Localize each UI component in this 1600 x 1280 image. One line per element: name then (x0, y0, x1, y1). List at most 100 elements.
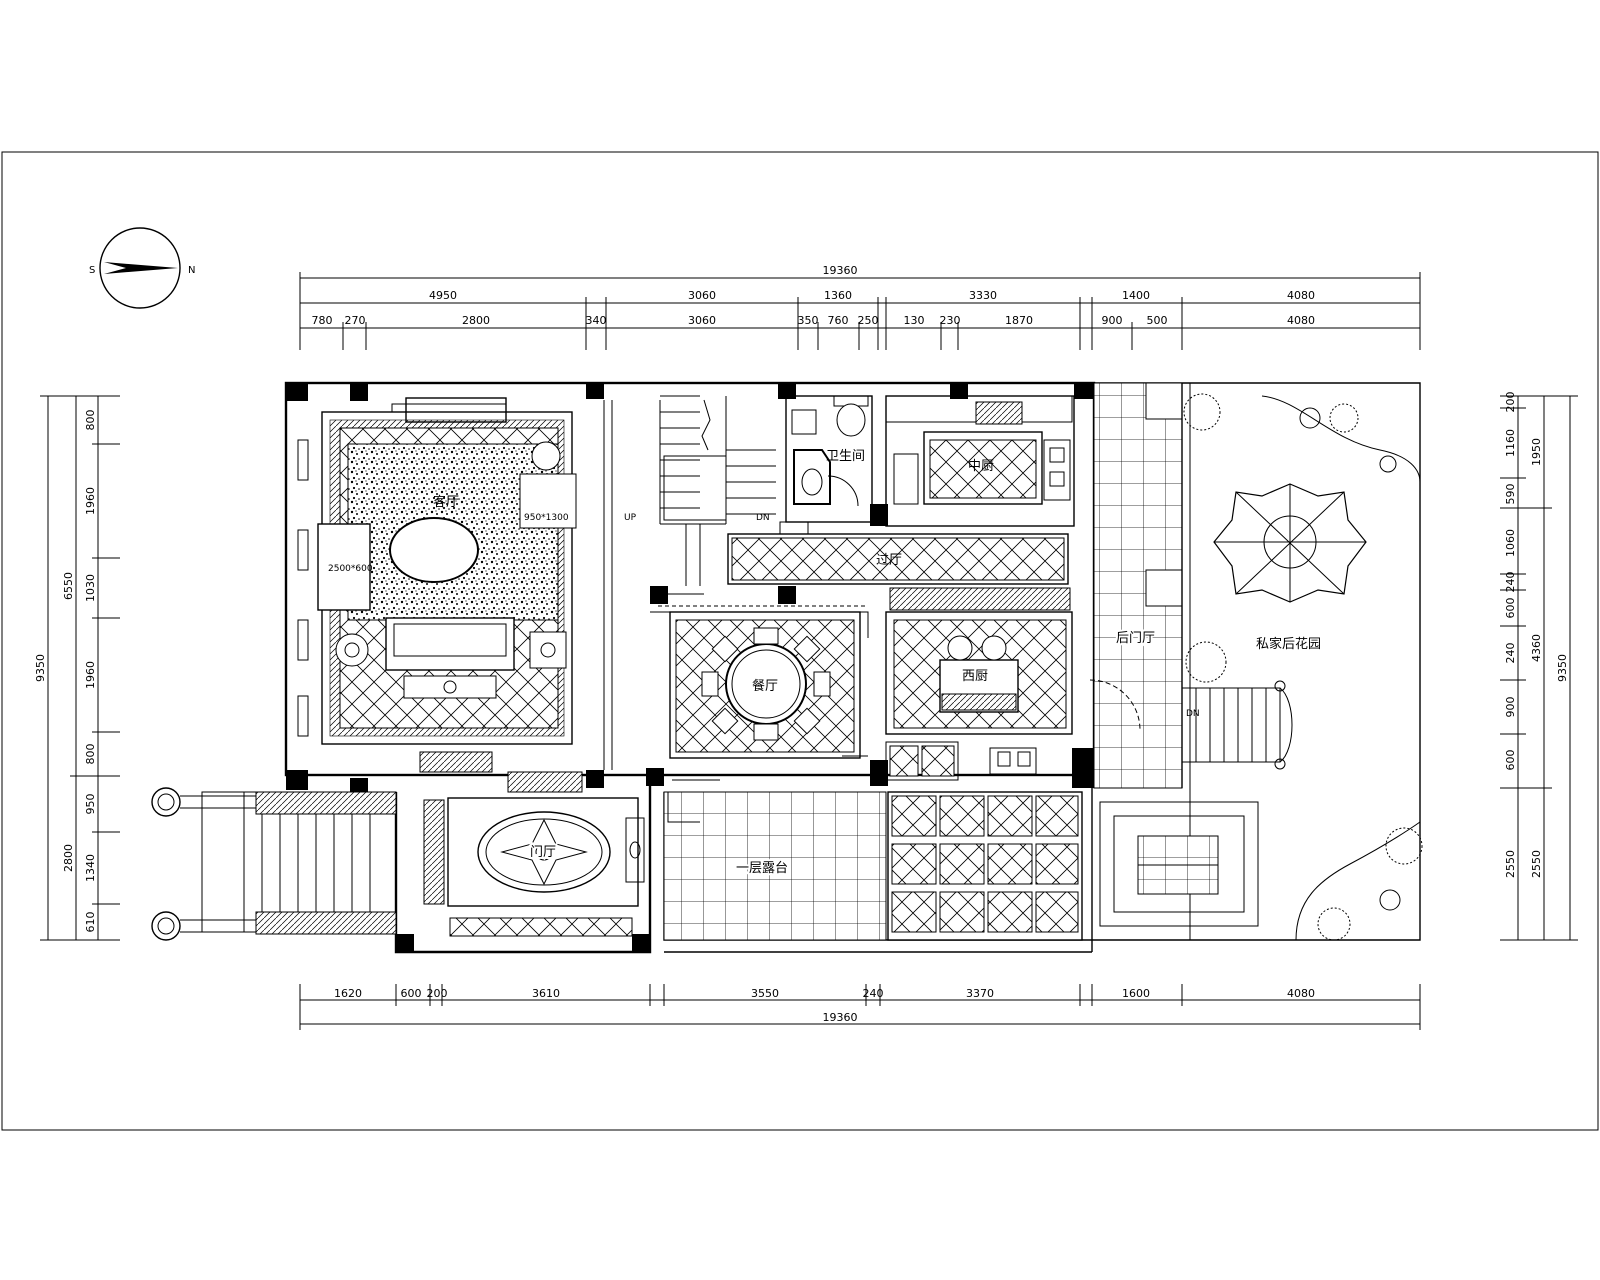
coffee-table (389, 517, 479, 583)
compass-south-label: S (89, 265, 95, 276)
left-dimension-labels: 9350 6550 2800 800 1960 1030 1960 800 95… (34, 410, 97, 933)
dining-room-label: 餐厅 (752, 678, 778, 694)
stool-icon (947, 635, 973, 661)
dim-right-r1-2: 4360 (1530, 634, 1543, 662)
dim-top-r2-2: 270 (345, 314, 366, 327)
side-table (519, 473, 577, 529)
right-dimension-labels: 200 1160 590 1060 240 600 240 900 600 25… (1504, 392, 1569, 879)
dim-right-r1-1: 1950 (1530, 438, 1543, 466)
dim-top-r2-12: 900 (1102, 314, 1123, 327)
private-garden: 私家后花园 (1099, 382, 1423, 941)
dim-bottom-8: 1600 (1122, 987, 1150, 1000)
foyer: 门厅 (419, 751, 645, 937)
dim-top-r1-5: 1400 (1122, 289, 1150, 302)
dim-bottom-7: 3370 (966, 987, 994, 1000)
sink-icon (793, 449, 831, 505)
dim-right-r2-1: 200 (1504, 392, 1517, 413)
dim-top-total: 19360 (823, 264, 858, 277)
dim-left-total: 9350 (34, 654, 47, 682)
foyer-medallion-icon (500, 818, 588, 886)
structural-columns (286, 383, 1094, 952)
compass: S N (89, 227, 195, 309)
sofa-size-label: 2500*600 (328, 564, 373, 574)
dim-top-r1-3: 1360 (824, 289, 852, 302)
dim-top-r1-1: 4950 (429, 289, 457, 302)
stair-down-label: DN (756, 513, 770, 523)
dim-top-r2-7: 760 (828, 314, 849, 327)
dim-right-r2-6: 600 (1504, 598, 1517, 619)
dim-bottom-1: 1620 (334, 987, 362, 1000)
foyer-label: 门厅 (530, 845, 556, 860)
umbrella-table (1213, 483, 1367, 603)
living-room-label: 客厅 (433, 494, 459, 510)
dim-left-r2-3: 1030 (84, 574, 97, 602)
dim-left-r2-7: 1340 (84, 854, 97, 882)
compass-circle (99, 227, 181, 309)
right-dimensions (1500, 395, 1578, 941)
dim-left-r2-2: 1960 (84, 487, 97, 515)
garden-steps (1181, 680, 1293, 770)
corridor: 过厅 (727, 521, 1069, 585)
dim-left-r2-1: 800 (84, 410, 97, 431)
terrace: 一层露台 (663, 779, 1083, 941)
dim-left-r2-8: 610 (84, 912, 97, 933)
dim-right-r1-3: 2550 (1530, 850, 1543, 878)
bottom-dimension-labels: 1620 600 200 3610 3550 240 3370 1600 408… (334, 987, 1315, 1024)
cabinet-size-label: 950*1300 (524, 513, 569, 523)
dim-left-r2-5: 800 (84, 744, 97, 765)
back-hall: 后门厅 DN (1089, 382, 1200, 789)
dim-bottom-9: 4080 (1287, 987, 1315, 1000)
dim-right-r2-4: 1060 (1504, 529, 1517, 557)
side-sofa (317, 523, 371, 611)
dim-top-r1-6: 4080 (1287, 289, 1315, 302)
skylight-grid (887, 791, 1083, 941)
dim-bottom-6: 240 (863, 987, 884, 1000)
left-dimensions (40, 395, 120, 941)
compass-arrow-icon (104, 262, 178, 274)
bathroom-label: 卫生间 (826, 449, 865, 464)
western-kitchen-label: 西厨 (962, 669, 988, 684)
dim-left-r2-6: 950 (84, 794, 97, 815)
dim-bottom-4: 3610 (532, 987, 560, 1000)
living-room: 客厅 950*1300 2500*600 (297, 397, 577, 745)
dim-bottom-total: 19360 (823, 1011, 858, 1024)
dim-top-r2-11: 1870 (1005, 314, 1033, 327)
dim-right-r2-5: 240 (1504, 572, 1517, 593)
dim-left-r2-4: 1960 (84, 661, 97, 689)
garden-label: 私家后花园 (1256, 636, 1321, 652)
sofa-main (385, 617, 515, 671)
tv-cabinet (405, 397, 507, 423)
drawing-frame (1, 151, 1599, 1131)
dim-top-r2-8: 250 (858, 314, 879, 327)
dim-right-r2-8: 900 (1504, 697, 1517, 718)
lamp-table-icon (531, 441, 561, 471)
bottom-dimensions (299, 984, 1421, 1030)
console-table (403, 675, 497, 699)
compass-north-label: N (188, 265, 195, 276)
corridor-label: 过厅 (876, 553, 902, 568)
dim-top-r2-5: 3060 (688, 314, 716, 327)
dim-right-r2-9: 600 (1504, 750, 1517, 771)
dim-bottom-5: 3550 (751, 987, 779, 1000)
dim-right-r2-3: 590 (1504, 484, 1517, 505)
dim-left-r1-1: 6550 (62, 572, 75, 600)
stair-up-label: UP (624, 513, 637, 523)
dim-right-r2-2: 1160 (1504, 429, 1517, 457)
back-hall-label: 后门厅 (1116, 631, 1155, 646)
chinese-kitchen-label: 中厨 (968, 459, 994, 474)
back-hall-stair-label: DN (1186, 709, 1200, 719)
chinese-kitchen: 中厨 (885, 395, 1075, 527)
dim-top-r2-14: 4080 (1287, 314, 1315, 327)
dim-top-r2-10: 230 (940, 314, 961, 327)
dim-top-r1-2: 3060 (688, 289, 716, 302)
pond-bottom (1295, 821, 1421, 941)
dim-top-r2-6: 350 (798, 314, 819, 327)
dim-top-r2-13: 500 (1147, 314, 1168, 327)
garden-plants (1183, 393, 1423, 941)
dim-top-r2-1: 780 (312, 314, 333, 327)
entry-stairs (151, 787, 397, 941)
dim-right-r2-7: 240 (1504, 643, 1517, 664)
stove-icon (975, 401, 1023, 425)
dining-room: 餐厅 (658, 605, 869, 759)
